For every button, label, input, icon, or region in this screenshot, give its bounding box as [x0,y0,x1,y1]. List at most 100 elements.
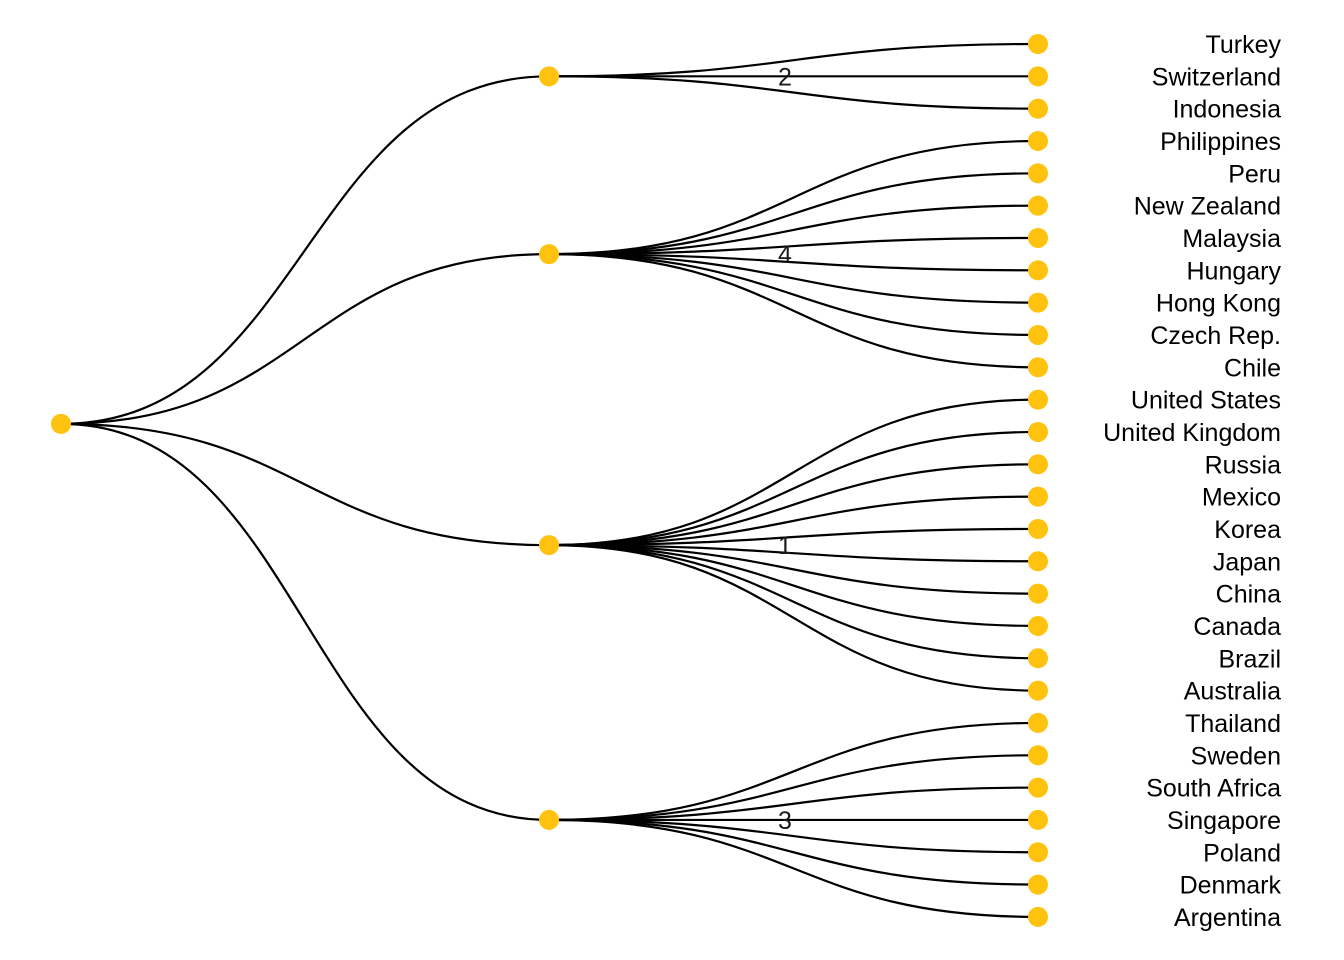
edge-mexico [548,495,1039,547]
edge-root-cluster-3 [60,422,550,822]
edge-australia [548,544,1039,692]
leaf-node-poland [1028,842,1048,863]
leaf-label-hungary: Hungary [1187,257,1282,285]
edge-hong-kong [548,253,1039,304]
leaf-label-russia: Russia [1205,451,1282,479]
leaf-node-russia [1028,454,1048,475]
edge-chile [548,253,1039,369]
leaf-label-peru: Peru [1228,160,1281,188]
edge-indonesia [548,75,1039,110]
leaf-label-poland: Poland [1203,839,1281,867]
leaf-label-japan: Japan [1213,548,1281,576]
edge-czech-rep [548,253,1039,337]
leaf-label-brazil: Brazil [1218,645,1281,673]
leaf-node-hungary [1028,260,1048,281]
edge-thailand [548,721,1039,822]
leaf-node-singapore [1028,809,1048,830]
leaf-label-united-kingdom: United Kingdom [1103,419,1281,447]
edge-poland [548,818,1039,854]
cluster-node-2 [539,66,559,87]
leaf-label-united-states: United States [1131,387,1281,415]
edge-united-kingdom [548,430,1039,547]
edge-peru [548,172,1039,256]
leaf-label-philippines: Philippines [1160,128,1281,156]
leaf-label-thailand: Thailand [1185,710,1281,738]
leaf-node-australia [1028,680,1048,701]
leaf-node-turkey [1028,34,1048,54]
leaf-node-malaysia [1028,227,1048,248]
cluster-label-2: 2 [778,63,792,91]
leaf-label-korea: Korea [1214,516,1281,544]
leaf-label-singapore: Singapore [1167,807,1281,835]
leaf-node-brazil [1028,648,1048,669]
leaf-label-sweden: Sweden [1191,742,1281,770]
leaf-label-australia: Australia [1184,678,1281,706]
leaf-node-mexico [1028,486,1048,507]
leaf-node-korea [1028,518,1048,539]
cluster-node-1 [539,535,559,556]
cluster-node-4 [539,244,559,265]
edge-brazil [548,544,1039,660]
leaf-node-philippines [1028,130,1048,151]
leaf-node-south-africa [1028,777,1048,798]
edge-canada [548,544,1039,628]
edge-new-zealand [548,204,1039,256]
leaf-label-indonesia: Indonesia [1173,96,1282,124]
cluster-node-3 [539,809,559,830]
leaf-node-sweden [1028,745,1048,766]
edge-russia [548,463,1039,547]
leaf-label-south-africa: South Africa [1146,775,1281,803]
leaf-label-new-zealand: New Zealand [1134,193,1281,221]
leaf-label-china: China [1216,581,1281,609]
nodes-layer [51,34,1048,927]
leaf-node-china [1028,583,1048,604]
leaf-node-japan [1028,551,1048,572]
edge-root-cluster-1 [60,422,550,547]
cluster-label-4: 4 [778,241,792,269]
leaf-node-argentina [1028,906,1048,927]
leaf-label-argentina: Argentina [1174,904,1281,932]
leaf-label-denmark: Denmark [1180,872,1282,900]
edge-south-africa [548,786,1039,822]
leaf-label-canada: Canada [1193,613,1281,641]
cluster-label-1: 1 [778,532,792,560]
root-node [51,413,71,434]
edge-philippines [548,139,1039,256]
leaf-node-canada [1028,615,1048,636]
leaf-label-mexico: Mexico [1202,484,1281,512]
leaf-node-peru [1028,163,1048,184]
leaf-node-hong-kong [1028,292,1048,313]
edge-united-states [548,398,1039,547]
leaf-node-new-zealand [1028,195,1048,216]
leaf-node-switzerland [1028,66,1048,87]
leaf-label-czech-rep: Czech Rep. [1150,322,1281,350]
leaf-label-switzerland: Switzerland [1152,63,1281,91]
leaf-node-thailand [1028,712,1048,733]
leaf-node-united-states [1028,389,1048,410]
edge-denmark [548,818,1039,886]
leaf-label-turkey: Turkey [1206,31,1282,59]
leaf-label-hong-kong: Hong Kong [1156,290,1281,318]
leaf-node-united-kingdom [1028,421,1048,442]
edge-hungary [548,253,1039,272]
leaf-node-indonesia [1028,98,1048,119]
edge-korea [548,527,1039,547]
edge-root-cluster-4 [60,253,550,425]
edge-china [548,544,1039,595]
leaf-label-chile: Chile [1224,354,1281,382]
leaf-node-czech-rep [1028,324,1048,345]
edges-layer [60,42,1039,919]
edge-japan [548,544,1039,563]
edge-malaysia [548,236,1039,256]
leaf-node-denmark [1028,874,1048,895]
edge-argentina [548,818,1039,919]
leaf-label-malaysia: Malaysia [1182,225,1281,253]
edge-turkey [548,42,1039,78]
edge-root-cluster-2 [60,75,550,425]
cluster-label-3: 3 [778,807,792,835]
labels-layer: 2 4 1 3 TurkeySwitzerlandIndonesiaPhilippine… [778,31,1281,932]
leaf-node-chile [1028,357,1048,378]
edge-sweden [548,754,1039,822]
